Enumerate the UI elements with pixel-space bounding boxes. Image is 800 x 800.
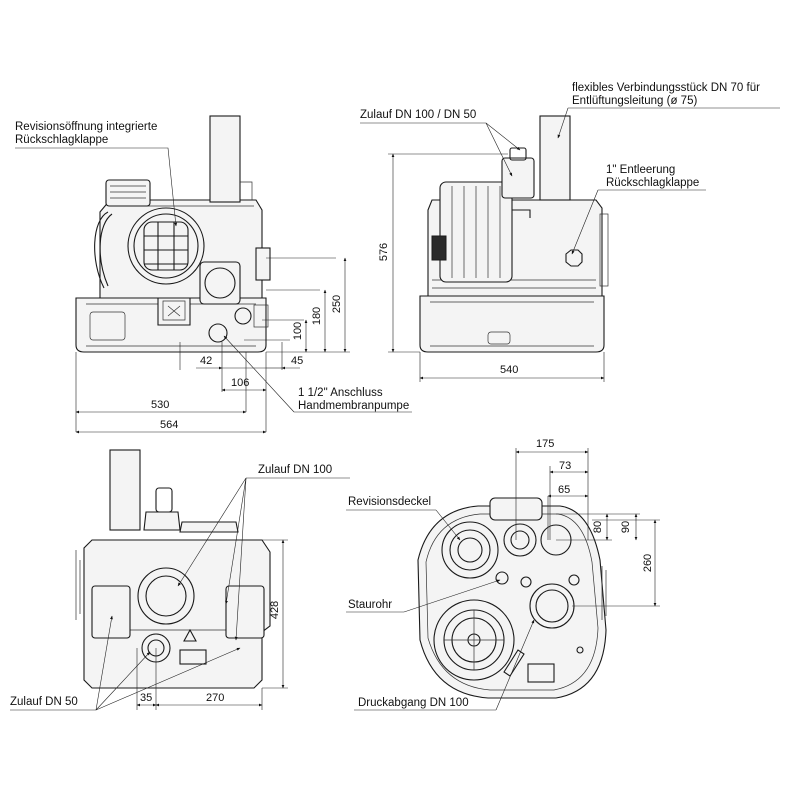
label-flex-connector: flexibles Verbindungsstück DN 70 für — [572, 82, 760, 94]
dim-576: 576 — [378, 242, 391, 262]
dim-42: 42 — [200, 355, 213, 367]
dim-175: 175 — [536, 438, 555, 450]
label-drain: 1" Entleerung — [606, 164, 676, 176]
label-pressure-outlet: Druckabgang DN 100 — [358, 697, 469, 709]
label-hand-pump-2: Handmembranpumpe — [298, 400, 410, 412]
dim-90: 90 — [620, 520, 633, 534]
label-revision-opening: Revisionsöffnung integrierte — [15, 121, 158, 133]
label-drain-2: Rückschlagklappe — [606, 177, 700, 189]
dim-100: 100 — [292, 321, 305, 341]
rear-view-leaders — [10, 477, 350, 711]
label-baffle-pipe: Staurohr — [348, 599, 393, 611]
dim-35: 35 — [140, 692, 153, 704]
front-view-leaders — [15, 147, 412, 413]
label-revision-opening-2: Rückschlagklappe — [15, 134, 109, 146]
side-view-leaders — [360, 107, 780, 255]
top-view — [417, 497, 607, 699]
top-view-leaders — [346, 509, 535, 711]
dim-45: 45 — [291, 355, 304, 367]
dim-180: 180 — [311, 306, 324, 326]
rear-view-dimensions — [136, 539, 288, 710]
dim-270: 270 — [206, 692, 225, 704]
rear-view — [75, 449, 271, 689]
top-view-dimensions — [515, 448, 660, 607]
dim-73: 73 — [559, 460, 572, 472]
dim-65: 65 — [558, 484, 571, 496]
label-inlet-dn50: Zulauf DN 50 — [10, 696, 78, 708]
dim-530: 530 — [151, 399, 170, 411]
dim-80: 80 — [592, 520, 605, 534]
side-view — [419, 115, 609, 353]
label-flex-connector-2: Entlüftungsleitung (ø 75) — [572, 95, 698, 107]
front-view-dimensions — [75, 257, 350, 434]
dim-250: 250 — [331, 294, 344, 314]
dim-540: 540 — [500, 364, 519, 376]
label-inlet-top: Zulauf DN 100 / DN 50 — [360, 109, 477, 121]
dim-428: 428 — [269, 600, 282, 620]
dim-564: 564 — [160, 419, 179, 431]
label-hand-pump: 1 1/2" Anschluss — [298, 387, 383, 399]
dim-106: 106 — [231, 377, 250, 389]
label-inlet-dn100: Zulauf DN 100 — [258, 464, 333, 476]
front-view — [75, 115, 271, 353]
side-view-dimensions — [388, 153, 605, 382]
label-revision-cover: Revisionsdeckel — [348, 496, 432, 508]
dim-260: 260 — [642, 553, 655, 573]
